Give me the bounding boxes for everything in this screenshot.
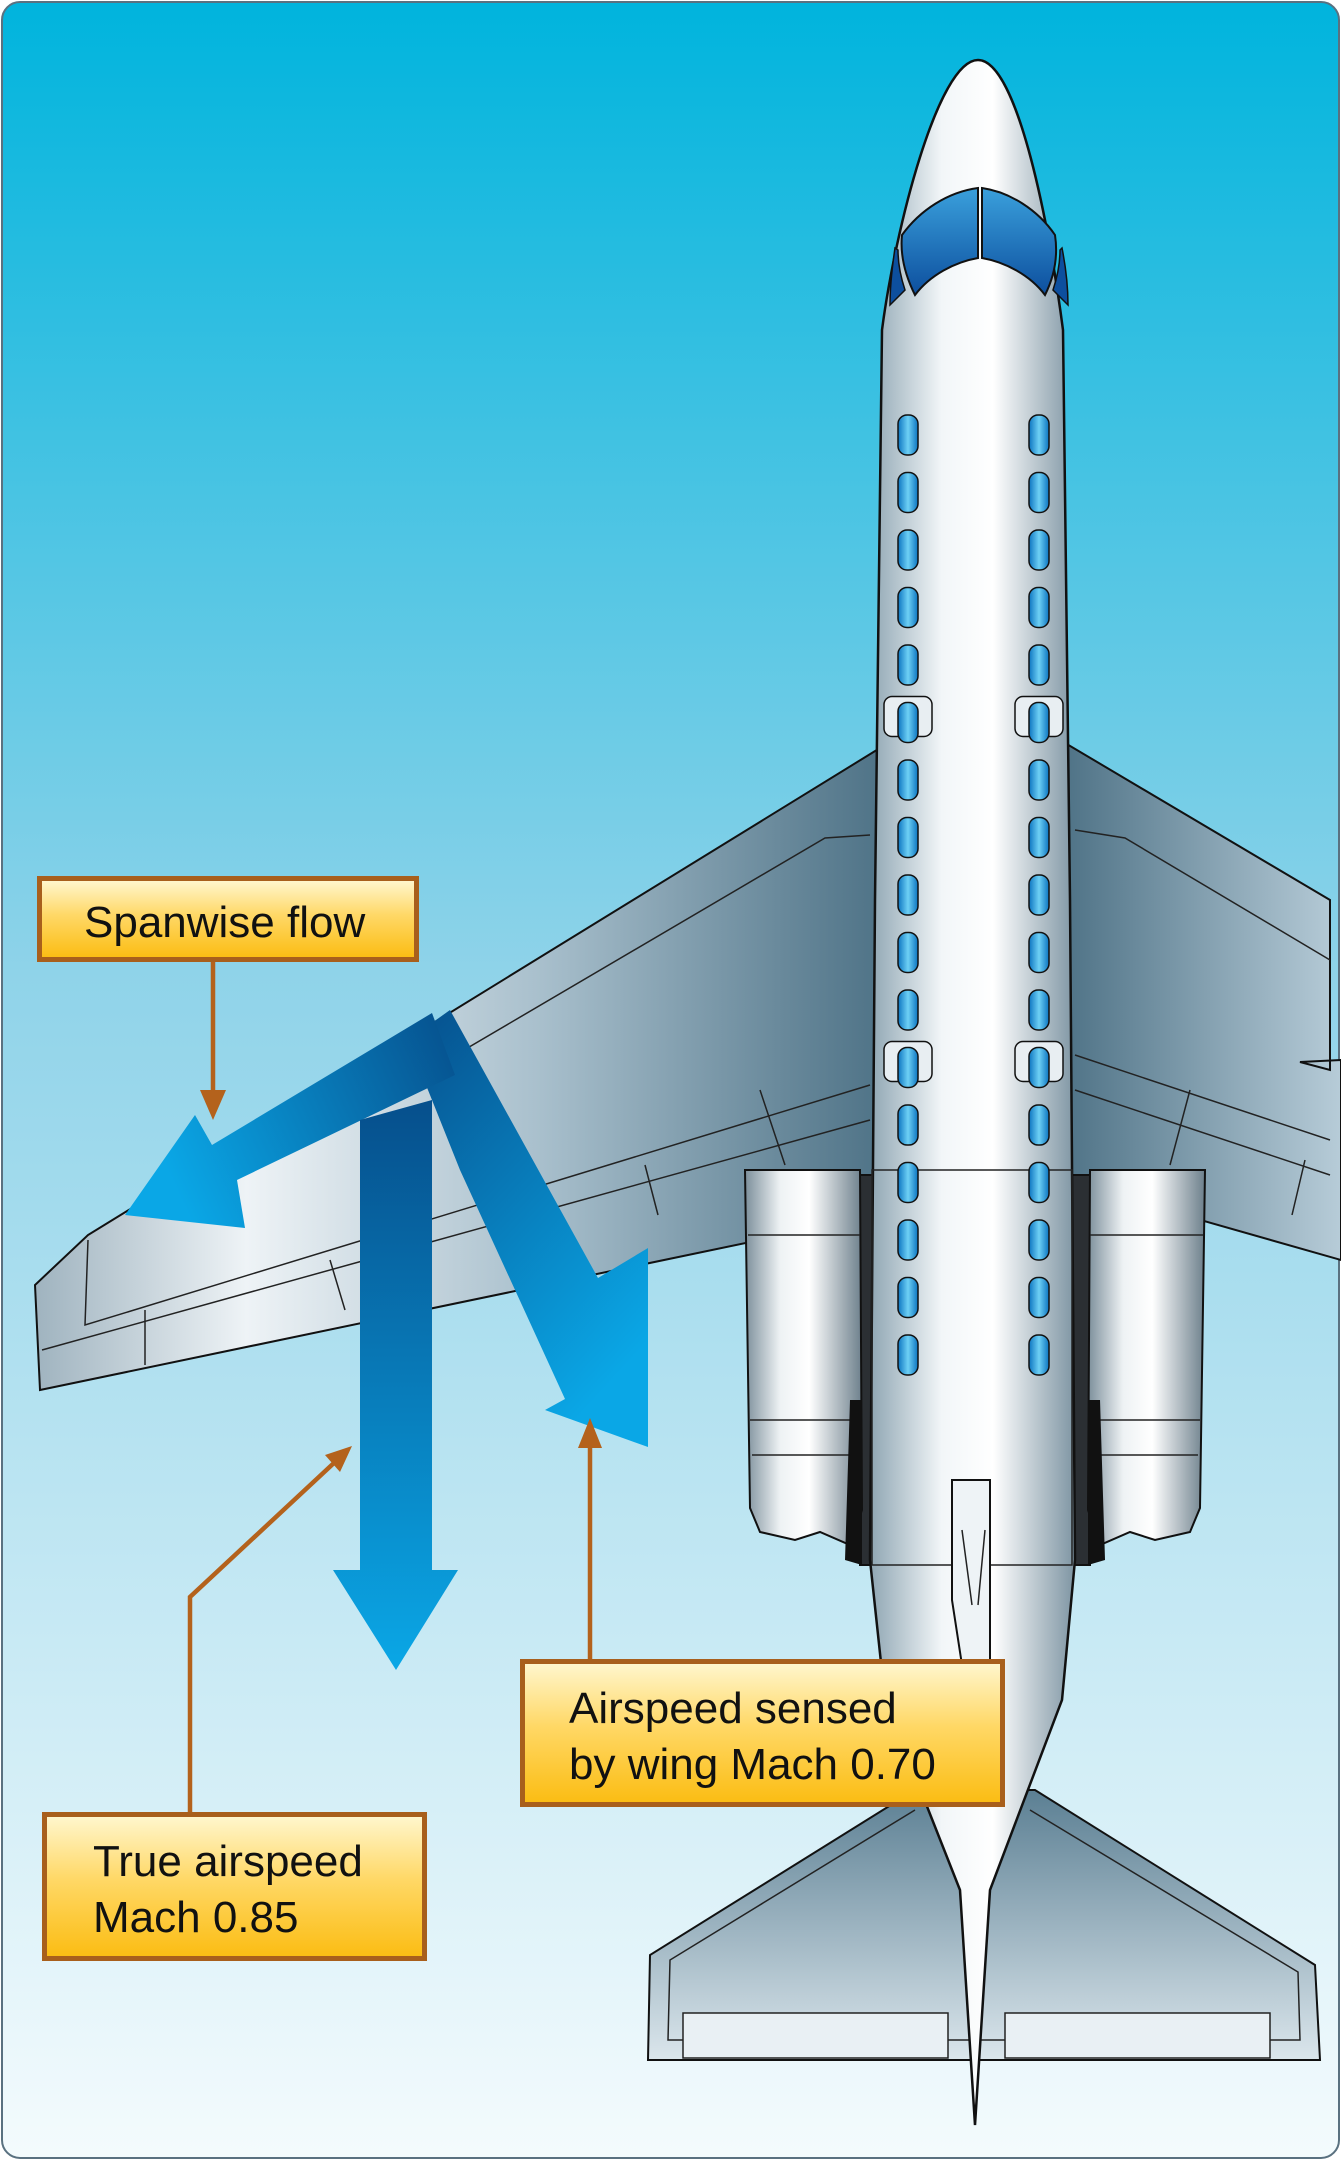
cabin-window xyxy=(1028,644,1050,686)
cabin-window xyxy=(897,586,919,629)
cabin-window xyxy=(897,816,919,859)
cabin-window xyxy=(1028,1161,1050,1204)
cabin-window xyxy=(897,931,919,974)
cabin-window xyxy=(897,1276,919,1319)
flow-arrows xyxy=(125,1010,648,1670)
true-airspeed-label: True airspeed Mach 0.85 xyxy=(42,1812,427,1961)
spanwise-flow-arrow xyxy=(125,1013,455,1228)
cabin-window xyxy=(897,529,919,571)
fuselage xyxy=(868,58,1077,2126)
cabin-window xyxy=(1028,1276,1050,1319)
cabin-window xyxy=(1028,816,1050,859)
cabin-window xyxy=(1028,989,1050,1031)
airspeed-sensed-line2: by wing Mach 0.70 xyxy=(569,1740,936,1789)
cabin-window xyxy=(897,1161,919,1204)
cabin-window xyxy=(1028,471,1050,514)
cabin-window xyxy=(897,1219,919,1261)
cabin-window xyxy=(1028,414,1050,456)
leader-lines xyxy=(187,962,602,1812)
cabin-window xyxy=(1028,529,1050,571)
cabin-window xyxy=(897,1046,919,1089)
airspeed-sensed-label: Airspeed sensed by wing Mach 0.70 xyxy=(520,1659,1005,1807)
cabin-window xyxy=(1028,931,1050,974)
airspeed-sensed-line1: Airspeed sensed xyxy=(569,1684,897,1733)
cabin-window xyxy=(1028,1046,1050,1089)
true-airspeed-line2: Mach 0.85 xyxy=(93,1893,299,1942)
cabin-window xyxy=(897,989,919,1031)
cabin-window xyxy=(897,1104,919,1146)
cabin-window xyxy=(897,874,919,916)
cabin-window xyxy=(897,644,919,686)
true-airspeed-leader xyxy=(187,1460,337,1812)
sensed-airspeed-arrow xyxy=(408,1010,648,1447)
cabin-window xyxy=(1028,874,1050,916)
cabin-window xyxy=(897,414,919,456)
cabin-window xyxy=(897,701,919,744)
cabin-window xyxy=(1028,1334,1050,1376)
true-airspeed-arrow xyxy=(333,1100,458,1670)
left-engine xyxy=(743,1169,881,1566)
right-engine xyxy=(1067,1169,1207,1566)
cabin-window xyxy=(1028,1104,1050,1146)
spanwise-flow-text: Spanwise flow xyxy=(84,898,366,947)
spanwise-flow-label: Spanwise flow xyxy=(37,876,419,962)
cabin-window xyxy=(1028,759,1050,801)
cabin-window xyxy=(1028,586,1050,629)
cabin-window xyxy=(897,1334,919,1376)
cabin-window xyxy=(897,471,919,514)
true-airspeed-line1: True airspeed xyxy=(93,1837,363,1886)
cockpit-windows xyxy=(889,186,1069,307)
cabin-window xyxy=(1028,701,1050,744)
cabin-window xyxy=(897,759,919,801)
cabin-window xyxy=(1028,1219,1050,1261)
cabin-windows xyxy=(883,414,1064,1376)
